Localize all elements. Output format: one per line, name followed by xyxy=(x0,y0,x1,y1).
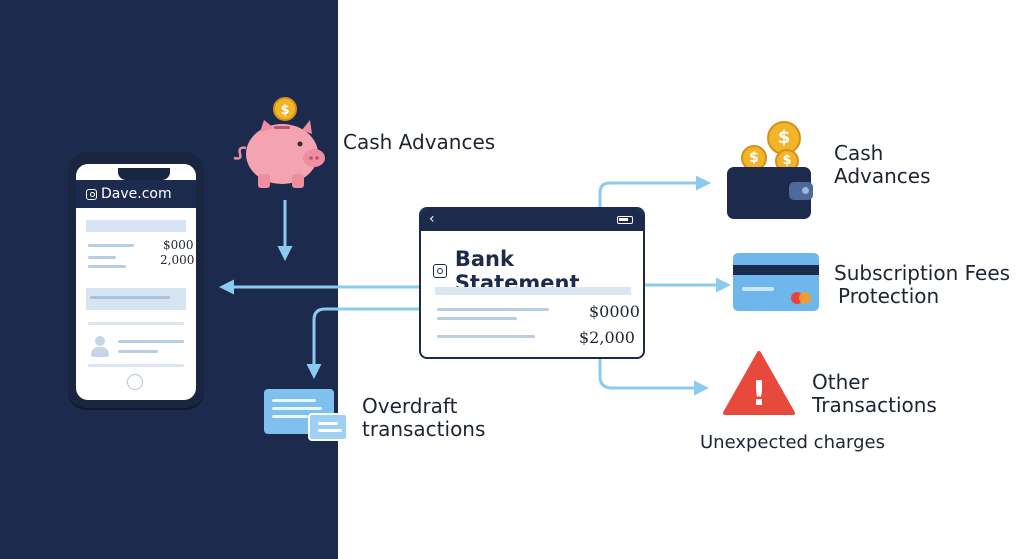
bank-amount-1: $0000 xyxy=(589,302,640,321)
arrow-bank-to-overdraft xyxy=(306,307,419,379)
camera-icon xyxy=(433,264,447,278)
phone-header: Dave.com xyxy=(76,180,196,208)
bank-text-line xyxy=(437,335,535,338)
label-overdraft-line2: transactions xyxy=(362,417,486,441)
phone-site-name: Dave.com xyxy=(101,186,172,202)
phone-card-block xyxy=(86,288,186,310)
phone-amount-1: $000 xyxy=(163,238,194,252)
arrow-bank-to-wallet xyxy=(598,175,711,207)
warning-icon: ! xyxy=(723,351,795,415)
battery-icon xyxy=(617,216,633,224)
phone-text-line xyxy=(90,296,170,299)
wallet-icon: $ $ $ xyxy=(727,121,813,219)
arrow-bank-to-warning xyxy=(598,359,709,396)
piggy-bank-icon: $ xyxy=(233,97,325,188)
bank-card-topbar: ‹ xyxy=(421,209,643,231)
warning-symbol: ! xyxy=(751,374,767,414)
phone-notch xyxy=(118,168,170,180)
bank-statement-card: ‹ Bank Statement $0000 $2,000 xyxy=(419,207,645,359)
phone-text-line xyxy=(118,340,184,343)
phone-amount-2: 2,000 xyxy=(160,253,195,267)
phone-text-line xyxy=(88,265,126,268)
phone-divider xyxy=(88,364,184,367)
bank-summary-band xyxy=(435,287,631,295)
user-avatar-icon xyxy=(90,336,110,358)
label-subscription-line1: Subscription Fees xyxy=(834,261,1011,285)
label-subscription-line2: Protection xyxy=(838,284,940,308)
label-other-line1: Other xyxy=(812,370,869,394)
phone-mockup: Dave.com $000 2,000 xyxy=(68,152,204,408)
phone-text-line xyxy=(88,244,134,247)
camera-icon xyxy=(86,188,97,200)
label-overdraft-line1: Overdraft xyxy=(362,394,458,418)
home-button-icon xyxy=(127,374,143,390)
phone-screen: Dave.com $000 2,000 xyxy=(76,164,196,400)
phone-summary-bar xyxy=(86,220,186,232)
bank-text-line xyxy=(437,317,517,320)
bank-text-line xyxy=(437,308,549,311)
phone-text-line xyxy=(118,350,158,353)
phone-divider xyxy=(88,322,184,325)
credit-card-icon xyxy=(733,253,819,311)
label-unexpected-charges: Unexpected charges xyxy=(700,432,885,453)
label-wallet-cash-line1: Cash xyxy=(834,141,884,165)
label-other-line2: Transactions xyxy=(812,393,937,417)
wallet-clasp xyxy=(789,182,813,200)
label-wallet-cash-line2: Advances xyxy=(834,164,931,188)
bank-amount-2: $2,000 xyxy=(579,328,635,347)
label-piggy-cash-advances: Cash Advances xyxy=(343,130,496,154)
piggy-coin-symbol: $ xyxy=(280,103,289,118)
overdraft-documents-icon xyxy=(264,389,352,445)
phone-text-line xyxy=(88,256,116,259)
back-chevron-icon: ‹ xyxy=(429,211,435,227)
